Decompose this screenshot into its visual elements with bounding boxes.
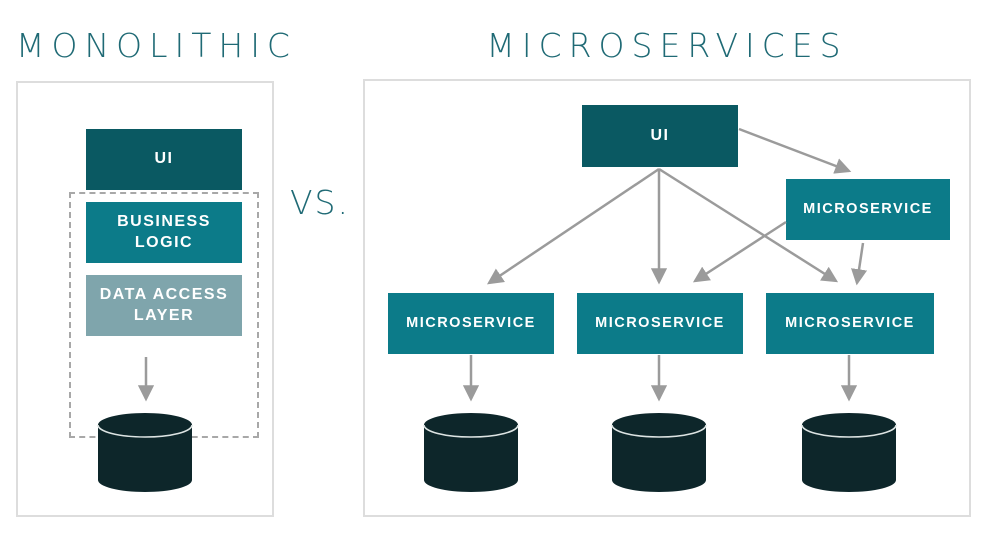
node-business-logic: BUSINESS LOGIC — [86, 202, 242, 263]
node-ui-microservices-label: UI — [650, 126, 670, 144]
database-icon — [801, 413, 897, 492]
node-microservice-left-label: MICROSERVICE — [406, 315, 536, 332]
database-icon — [611, 413, 707, 492]
node-microservice-top: MICROSERVICE — [786, 179, 950, 240]
versus-label: VS. — [289, 183, 350, 222]
node-microservice-middle-label: MICROSERVICE — [595, 315, 725, 332]
node-microservice-left: MICROSERVICE — [388, 293, 554, 354]
monolithic-title: MONOLITHIC — [16, 26, 297, 65]
node-microservice-middle: MICROSERVICE — [577, 293, 743, 354]
node-microservice-top-label: MICROSERVICE — [803, 201, 933, 218]
node-data-access-layer-label: DATA ACCESS LAYER — [99, 285, 229, 324]
node-business-logic-label: BUSINESS LOGIC — [117, 212, 211, 251]
node-ui-monolith-label: UI — [154, 150, 174, 168]
node-ui-monolith: UI — [86, 129, 242, 190]
node-ui-microservices: UI — [582, 105, 738, 167]
database-icon — [97, 413, 193, 492]
microservices-title: MICROSERVICES — [486, 26, 848, 65]
node-microservice-right: MICROSERVICE — [766, 293, 934, 354]
node-microservice-right-label: MICROSERVICE — [785, 315, 915, 332]
database-icon — [423, 413, 519, 492]
node-data-access-layer: DATA ACCESS LAYER — [86, 275, 242, 336]
